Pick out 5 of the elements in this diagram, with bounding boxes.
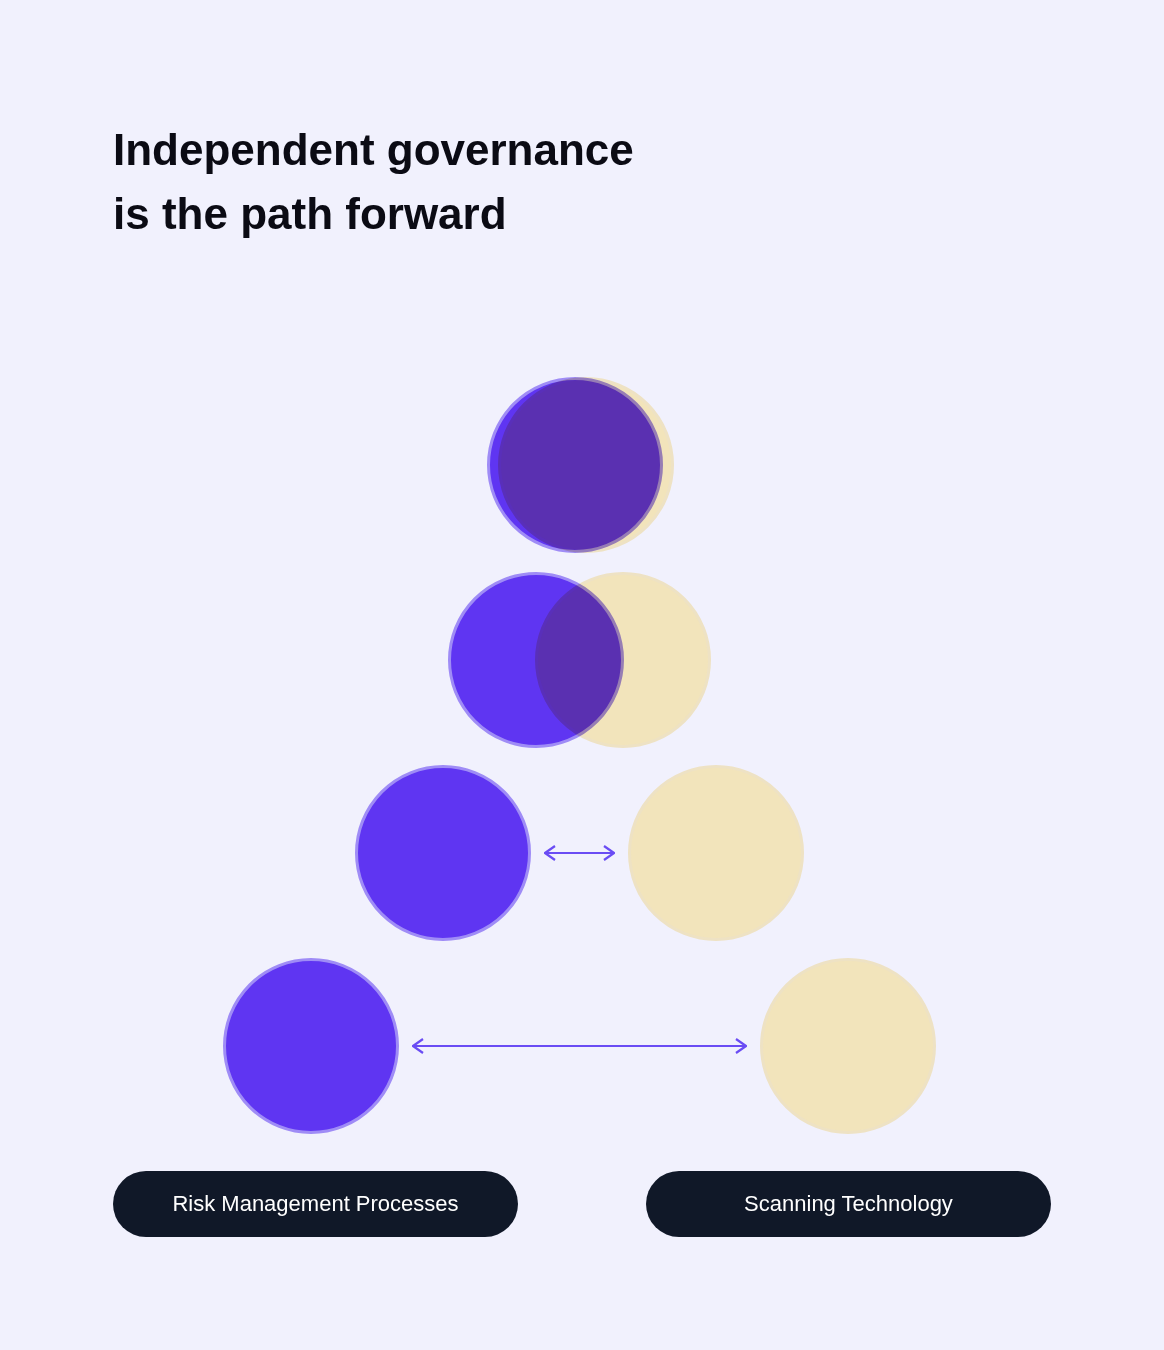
pill-label: Risk Management Processes: [172, 1191, 459, 1217]
double-arrow: [411, 1037, 748, 1055]
title: Independent governance is the path forward: [113, 124, 635, 240]
double-arrow: [543, 844, 616, 862]
pill-label: Scanning Technology: [744, 1191, 953, 1217]
